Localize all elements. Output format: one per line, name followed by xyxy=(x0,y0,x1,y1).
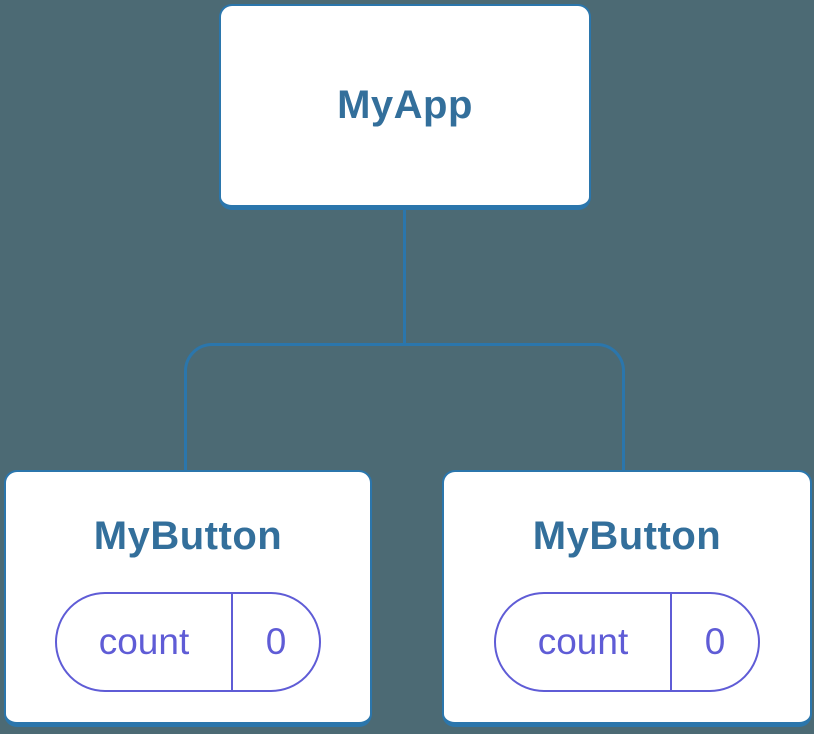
button-node-card-left: MyButton count 0 xyxy=(4,470,372,727)
tree-connector-branch xyxy=(184,343,625,470)
state-label: count xyxy=(98,621,190,662)
node-title: MyApp xyxy=(337,83,473,127)
node-title: MyButton xyxy=(532,514,722,558)
state-value: 0 xyxy=(265,621,287,662)
state-divider xyxy=(670,594,672,690)
button-node-card-right: MyButton count 0 xyxy=(442,470,812,727)
state-value: 0 xyxy=(704,621,726,662)
tree-connector-stem xyxy=(403,209,406,346)
state-label: count xyxy=(537,621,629,662)
root-node-card: MyApp xyxy=(219,4,591,210)
node-title: MyButton xyxy=(93,514,283,558)
state-divider xyxy=(231,594,233,690)
state-pill: count 0 xyxy=(494,592,760,692)
state-pill: count 0 xyxy=(55,592,321,692)
